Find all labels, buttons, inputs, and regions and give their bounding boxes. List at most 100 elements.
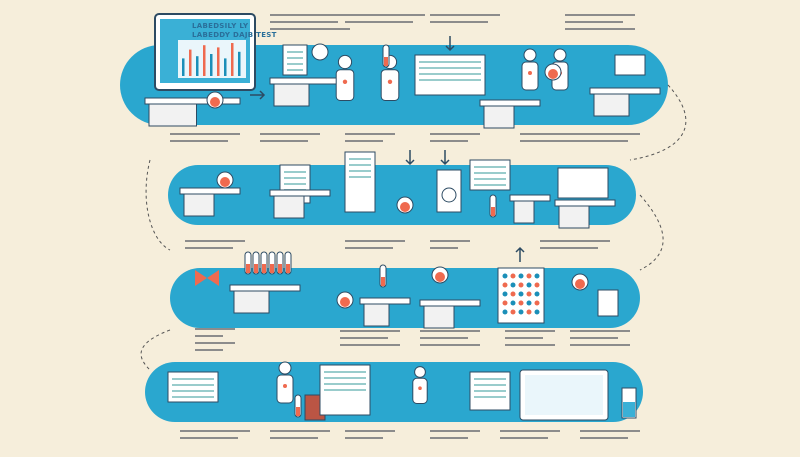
flask-liquid	[220, 177, 230, 187]
connector-2	[145, 159, 171, 251]
doc-line	[172, 378, 214, 380]
bench-cabinet	[513, 200, 535, 224]
sample-well	[510, 309, 516, 315]
sample-well	[502, 309, 508, 315]
caption-line	[570, 330, 630, 332]
sample-well	[502, 282, 508, 288]
doc-line	[287, 63, 303, 65]
doc-line	[324, 383, 366, 385]
doc-line	[287, 57, 303, 59]
sample-well	[534, 273, 540, 279]
doc-line	[324, 377, 366, 379]
caption-line	[430, 21, 488, 23]
doc-line	[172, 390, 214, 392]
sample-well	[534, 291, 540, 297]
caption-line	[505, 344, 555, 346]
caption-line	[195, 335, 223, 337]
caption-line	[270, 21, 338, 23]
caption-line	[345, 240, 405, 242]
caption-line	[340, 337, 388, 339]
person-head	[523, 48, 537, 62]
caption-line	[270, 437, 318, 439]
caption-line	[345, 247, 393, 249]
person-icon	[335, 69, 355, 101]
person-head	[278, 361, 292, 375]
caption-line	[260, 133, 320, 135]
doc-line	[349, 176, 371, 178]
doc-line	[419, 73, 481, 75]
flask-liquid	[340, 297, 350, 307]
bench-cabinet	[363, 303, 390, 327]
monitor-icon	[614, 54, 646, 76]
process-band-4	[145, 362, 643, 422]
caption-line	[260, 140, 308, 142]
arrow-down-icon	[445, 36, 455, 52]
lab-bench-icon	[144, 97, 241, 105]
tube-liquid	[491, 207, 495, 216]
bench-cabinet	[593, 93, 630, 117]
caption-line	[500, 430, 560, 432]
centrifuge-rotor	[441, 187, 457, 203]
doc-line	[474, 166, 506, 168]
doc-line	[284, 183, 306, 185]
caption-line	[420, 337, 468, 339]
caption-line	[580, 437, 628, 439]
caption-line	[170, 140, 228, 142]
connector-3	[639, 194, 664, 271]
flask-liquid	[400, 202, 410, 212]
container-icon	[597, 289, 619, 317]
caption-line	[430, 140, 468, 142]
monitor-icon	[557, 167, 609, 199]
chart-bar	[189, 49, 192, 76]
doc-line	[324, 371, 366, 373]
doc-line	[419, 79, 481, 81]
person-icon	[412, 377, 428, 404]
caption-line	[345, 437, 383, 439]
chart-bar	[224, 58, 227, 76]
chart-bar	[196, 56, 199, 76]
caption-line	[340, 344, 400, 346]
sample-well	[534, 300, 540, 306]
lab-bench-icon	[509, 194, 551, 202]
person-icon	[276, 374, 294, 404]
chart-bar	[231, 43, 234, 76]
caption-line	[345, 140, 383, 142]
connector-1	[629, 84, 687, 161]
arrow-down-icon	[405, 150, 415, 166]
doc-line	[284, 177, 306, 179]
doc-line	[474, 378, 506, 380]
lab-bench-icon	[589, 87, 661, 95]
sample-well	[526, 300, 532, 306]
doc-line	[419, 67, 481, 69]
caption-line	[170, 133, 240, 135]
flask-liquid	[575, 279, 585, 289]
caption-line	[520, 140, 568, 142]
doc-line	[349, 164, 371, 166]
caption-line	[345, 430, 395, 432]
sample-well	[526, 273, 532, 279]
tube-liquid	[254, 264, 258, 273]
sample-well	[534, 282, 540, 288]
doc-line	[474, 390, 506, 392]
sample-well	[510, 291, 516, 297]
chart-bar	[203, 45, 206, 76]
caption-line	[340, 330, 400, 332]
caption-line	[195, 328, 235, 330]
person-head	[414, 366, 426, 378]
person-icon	[521, 61, 539, 91]
caption-line	[570, 344, 630, 346]
caption-line	[430, 133, 480, 135]
person-marker	[283, 384, 287, 388]
flask-liquid	[548, 69, 558, 79]
caption-line	[185, 247, 233, 249]
caption-line	[520, 133, 580, 135]
doc-line	[474, 184, 506, 186]
person-head	[337, 54, 353, 70]
sample-well	[502, 291, 508, 297]
sample-well	[518, 282, 524, 288]
flask-liquid	[210, 97, 220, 107]
caption-line	[430, 430, 480, 432]
caption-line	[185, 240, 245, 242]
caption-line	[420, 330, 480, 332]
sample-well	[510, 273, 516, 279]
